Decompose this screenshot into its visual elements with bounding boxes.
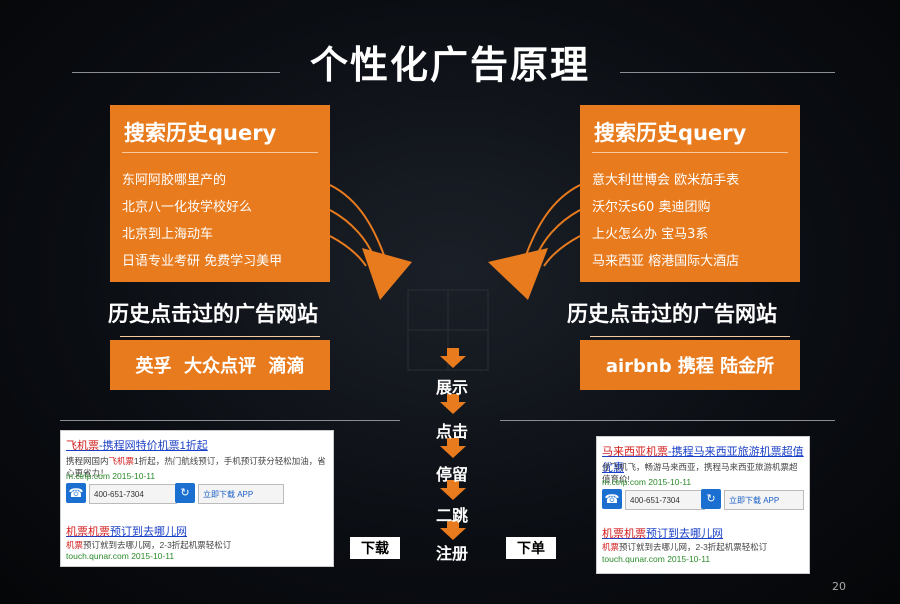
flow-arrow-icon	[440, 394, 466, 414]
flow-step-click: 点击	[435, 422, 468, 441]
page-number: 20	[832, 580, 846, 593]
title-rule-left	[72, 72, 280, 73]
left-ad1-title-rest: -携程网特价机票1折起	[99, 440, 208, 452]
left-ad1-title[interactable]: 飞机票-携程网特价机票1折起	[66, 437, 208, 453]
right-arrow-head-icon	[488, 248, 548, 300]
flow-arrow-icon	[440, 438, 466, 458]
left-clicked-separator	[120, 336, 320, 337]
right-ad2-title[interactable]: 机票机票预订到去哪儿网	[602, 528, 723, 540]
right-ad1-url: m.ctrip.com 2015-10-11	[602, 477, 692, 487]
left-sites-box: 英孚 大众点评 滴滴	[110, 340, 330, 390]
left-ad2-title[interactable]: 机票机票预订到去哪儿网	[66, 526, 187, 538]
right-clicked-title: 历史点击过的广告网站	[567, 302, 777, 326]
left-search-separator	[122, 152, 318, 153]
flow-arrow-icon	[440, 480, 466, 500]
right-ad1-desc: 坐飞机飞，畅游马来西亚，携程马来西亚旅游机票超值育价!	[602, 462, 798, 484]
right-sites-box: airbnb 携程 陆金所	[580, 340, 800, 390]
left-ad-card: 飞机票-携程网特价机票1折起 携程网国内飞机票1折起，热门航线预订，手机预订获分…	[60, 430, 334, 567]
left-query-2: 北京八一化妆学校好么	[122, 200, 253, 215]
flow-arrow-icon	[440, 348, 466, 368]
left-ad1-desc: 携程网国内飞机票1折起，热门航线预订，手机预订获分轻松加油，省心更省力！	[66, 456, 326, 478]
left-phone-icon: ☎	[66, 483, 86, 503]
left-ad2-url: touch.qunar.com 2015-10-11	[66, 551, 175, 561]
flow-step-register: 注册	[435, 544, 468, 563]
flow-arrows	[440, 348, 466, 540]
left-query-3: 北京到上海动车	[122, 227, 214, 242]
flow-step-second-hop: 二跳	[435, 506, 468, 525]
left-ad1-url: m.ctrip.com 2015-10-11	[66, 471, 156, 481]
right-app-icon: ↻	[701, 489, 721, 509]
left-query-1: 东阿阿胶哪里产的	[122, 173, 227, 188]
right-query-1: 意大利世博会 欧米茄手表	[592, 173, 740, 188]
right-query-4: 马来西亚 榕港国际大酒店	[592, 254, 740, 269]
right-phone-button[interactable]: 400-651-7304	[625, 490, 705, 510]
right-ad1-title[interactable]: 马来西亚机票-携程马来西亚旅游机票超值优惠	[602, 446, 804, 474]
left-phone-button[interactable]: 400-651-7304	[89, 484, 177, 504]
download-button[interactable]: 下载	[350, 537, 400, 559]
right-phone-icon: ☎	[602, 489, 622, 509]
right-query-2: 沃尔沃s60 奥迪团购	[592, 200, 711, 215]
left-app-icon: ↻	[175, 483, 195, 503]
flow-step-show: 展示	[435, 378, 468, 397]
title-rule-right	[620, 72, 835, 73]
right-query-3: 上火怎么办 宝马3系	[592, 227, 709, 242]
right-clicked-separator	[590, 336, 790, 337]
right-search-separator	[592, 152, 788, 153]
right-search-panel: 搜索历史query 意大利世博会 欧米茄手表 沃尔沃s60 奥迪团购 上火怎么办…	[580, 105, 800, 282]
left-app-button[interactable]: 立即下载 APP	[198, 484, 284, 504]
left-arrow-head-icon	[362, 248, 412, 300]
flow-arrow-icon	[440, 520, 466, 540]
left-search-panel: 搜索历史query 东阿阿胶哪里产的 北京八一化妆学校好么 北京到上海动车 日语…	[110, 105, 330, 282]
bottom-rule-right	[500, 420, 835, 421]
left-ad1-title-keyword: 飞机票	[66, 440, 99, 452]
left-query-4: 日语专业考研 免费学习美甲	[122, 254, 283, 269]
left-ad2-desc: 机票预订就到去哪儿网，2-3折起机票轻松订	[66, 540, 232, 550]
right-app-button[interactable]: 立即下载 APP	[724, 490, 804, 510]
right-ad2-desc: 机票预订就到去哪儿网，2-3折起机票轻松订	[602, 542, 768, 552]
bottom-rule-left	[60, 420, 400, 421]
right-ad2-url: touch.qunar.com 2015-10-11	[602, 554, 711, 564]
order-button[interactable]: 下单	[506, 537, 556, 559]
right-ad-card: 马来西亚机票-携程马来西亚旅游机票超值优惠 坐飞机飞，畅游马来西亚，携程马来西亚…	[596, 436, 810, 574]
flow-step-stay: 停留	[435, 465, 468, 484]
page-title: 个性化广告原理	[309, 43, 590, 87]
left-clicked-title: 历史点击过的广告网站	[108, 302, 318, 326]
right-search-header: 搜索历史query	[594, 121, 747, 145]
left-search-header: 搜索历史query	[124, 121, 277, 145]
